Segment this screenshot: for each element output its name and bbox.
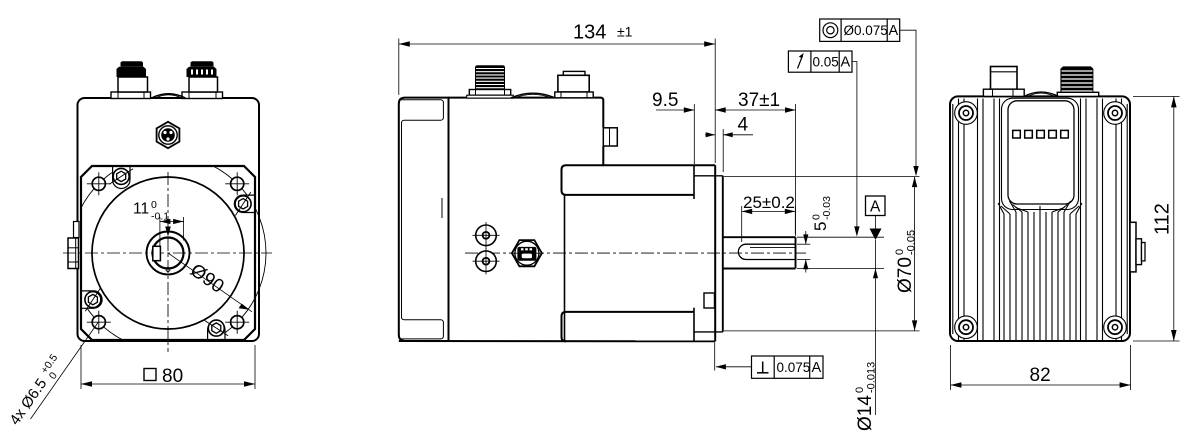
front-mounting-holes (86, 172, 250, 334)
side-dim-keyway-width-tol-upper: 0 (811, 214, 823, 220)
side-dim-pilot-length: 4 (705, 115, 753, 172)
side-dim-shaft-dia-tol-upper: 0 (854, 387, 866, 393)
rear-led-indicators (1011, 129, 1070, 139)
side-hex-plug (510, 239, 543, 268)
side-dim-pilot-dia-value: Ø70 (895, 257, 916, 293)
side-dim-keyway-width-value: 5 (811, 222, 830, 231)
rear-led-panel (1000, 97, 1080, 211)
side-dim-keyway-width: 5 0 -0.03 (797, 196, 833, 273)
square-symbol-icon (143, 367, 157, 382)
side-dim-keyway-length-value: 25±0.2 (743, 193, 795, 212)
side-dim-pilot-dia: Ø70 0 -0.05 (724, 176, 920, 332)
gdt-concentricity-value: Ø0.075 (844, 23, 888, 38)
side-dim-shaft-dia: A Ø14 0 -0.013 (797, 195, 886, 431)
side-dim-length-value: 134 (573, 22, 606, 44)
side-dim-pilot-length-value: 4 (738, 115, 749, 136)
side-rear-housing (397, 96, 450, 342)
gdt-perpendicularity-frame: 0.075 A (714, 342, 824, 379)
datum-a-label: A (870, 199, 881, 216)
side-dim-shaft-dia-tol-lower: -0.013 (866, 362, 878, 393)
gdt-concentricity-datum: A (889, 23, 899, 39)
side-dim-shaft-dia-value: Ø14 (855, 395, 876, 431)
side-main-housing (448, 96, 605, 166)
gdt-runout-frame: 0.05 A (787, 50, 860, 237)
rear-fins (952, 98, 1128, 340)
front-dim-flange-value: 80 (162, 366, 183, 387)
side-button (602, 127, 619, 147)
rear-view: 112 82 (949, 65, 1180, 390)
front-dim-keyflat-tol-upper: 0 (151, 199, 157, 211)
side-dim-length-tol: ±1 (617, 24, 633, 40)
front-leader-holes-value: 4x Ø6.5 (6, 376, 50, 429)
side-dim-flange-thickness-value: 9.5 (652, 90, 678, 111)
gdt-runout-value: 0.05 (813, 55, 839, 70)
front-leader-holes-tol-lower: 0 (47, 370, 60, 382)
rear-side-connector (1129, 221, 1146, 273)
side-dim-keyway-width-tol-lower: -0.03 (821, 196, 833, 220)
rear-top-connectors (982, 65, 1100, 98)
front-view: 11 0 -0.1 Ø90 80 4x Ø6.5 +0.5 0 (6, 61, 272, 429)
side-dim-pilot-dia-tol-upper: 0 (894, 249, 906, 255)
front-hex-screws (84, 167, 252, 337)
gdt-perpendicularity-value: 0.075 (777, 360, 811, 375)
side-dim-flange-thickness: 9.5 (652, 90, 695, 164)
side-dim-shaft-length-value: 37±1 (738, 90, 780, 111)
front-dim-keyflat-value: 11 (133, 201, 149, 218)
rear-dim-height: 112 (1133, 96, 1180, 342)
front-left-connector (67, 220, 80, 270)
side-dim-keyway-length: 25±0.2 (741, 193, 796, 242)
side-dim-shaft-length: 37±1 (715, 90, 796, 236)
runout-symbol-icon (796, 53, 804, 69)
perpendicularity-symbol-icon (757, 361, 769, 374)
gdt-concentricity-frame: Ø0.075 A (819, 18, 919, 177)
side-keyway (737, 243, 796, 261)
side-dim-pilot-dia-tol-lower: -0.05 (906, 230, 918, 255)
front-dim-flange: 80 (80, 345, 256, 389)
front-pilot-circle (91, 176, 245, 330)
side-view: 134 ±1 9.5 37±1 4 (397, 18, 920, 431)
side-top-connectors (466, 65, 594, 99)
front-top-connectors (110, 61, 224, 100)
side-dim-length: 134 ±1 (398, 22, 716, 163)
rear-corner-screws (954, 101, 1127, 340)
front-dim-keyflat-tol-lower: -0.1 (151, 211, 169, 223)
gdt-perpendicularity-datum: A (812, 360, 822, 376)
concentricity-symbol-icon (822, 22, 839, 39)
front-dim-keyflat: 11 0 -0.1 (133, 199, 185, 246)
rear-dim-height-value: 112 (1152, 203, 1174, 235)
rear-dim-width: 82 (950, 345, 1131, 390)
side-housing-holes (472, 222, 500, 275)
datum-triangle-icon (869, 228, 882, 240)
front-hex-plug (155, 120, 181, 150)
rear-fins-under-panel (997, 200, 1083, 340)
front-flange-outline (79, 164, 257, 342)
gdt-runout-datum: A (841, 55, 851, 71)
rear-dim-width-value: 82 (1030, 365, 1051, 386)
